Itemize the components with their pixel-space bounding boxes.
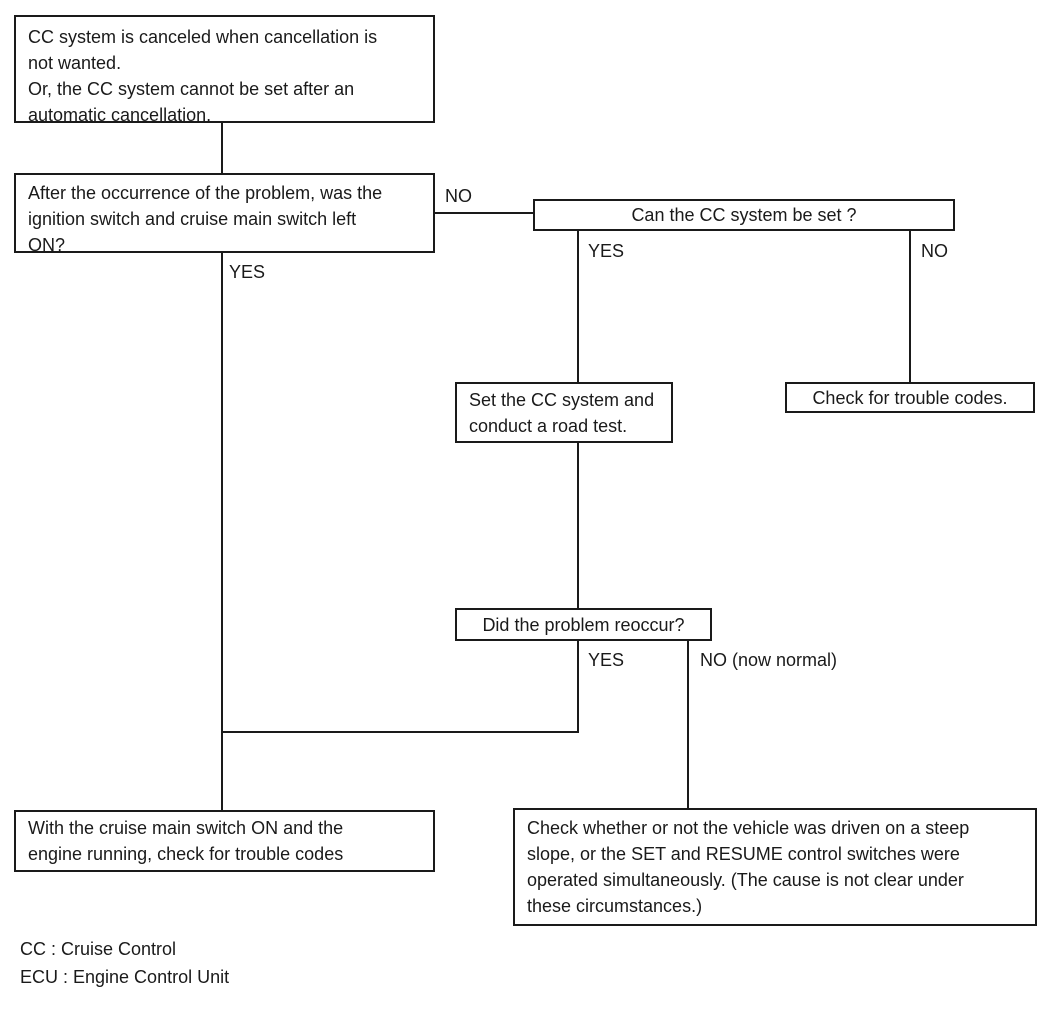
connector-reoccur-yes-horizontal xyxy=(221,731,579,733)
node-can-set-question: Can the CC system be set ? xyxy=(533,199,955,231)
connector-road-test-to-reoccur xyxy=(577,443,579,608)
connector-ignition-no-horizontal xyxy=(435,212,533,214)
legend-ecu-abbreviation: ECU : Engine Control Unit xyxy=(20,967,230,987)
branch-label-can-set-yes: YES xyxy=(588,241,625,261)
node-check-trouble-codes: Check for trouble codes. xyxy=(785,382,1035,413)
connector-reoccur-no-vertical xyxy=(687,641,689,808)
node-main-switch-check: With the cruise main switch ON and the e… xyxy=(14,810,435,872)
connector-ignition-yes-vertical xyxy=(221,253,223,812)
branch-label-ignition-yes: YES xyxy=(229,262,266,282)
branch-label-reoccur-yes: YES xyxy=(588,650,625,670)
branch-label-can-set-no: NO xyxy=(921,241,948,261)
node-set-road-test: Set the CC system and conduct a road tes… xyxy=(455,382,673,443)
connector-can-set-no-vertical xyxy=(909,231,911,382)
node-reoccur-question: Did the problem reoccur? xyxy=(455,608,712,641)
node-steep-slope-check: Check whether or not the vehicle was dri… xyxy=(513,808,1037,926)
connector-reoccur-yes-vertical xyxy=(577,641,579,733)
connector-symptom-to-ignition xyxy=(221,123,223,175)
node-ignition-question: After the occurrence of the problem, was… xyxy=(14,173,435,255)
branch-label-reoccur-no: NO (now normal) xyxy=(700,650,838,670)
legend-cc-abbreviation: CC : Cruise Control xyxy=(20,939,177,959)
connector-can-set-yes-vertical xyxy=(577,231,579,382)
node-symptom: CC system is canceled when cancellation … xyxy=(14,15,435,125)
branch-label-ignition-no: NO xyxy=(445,186,472,206)
